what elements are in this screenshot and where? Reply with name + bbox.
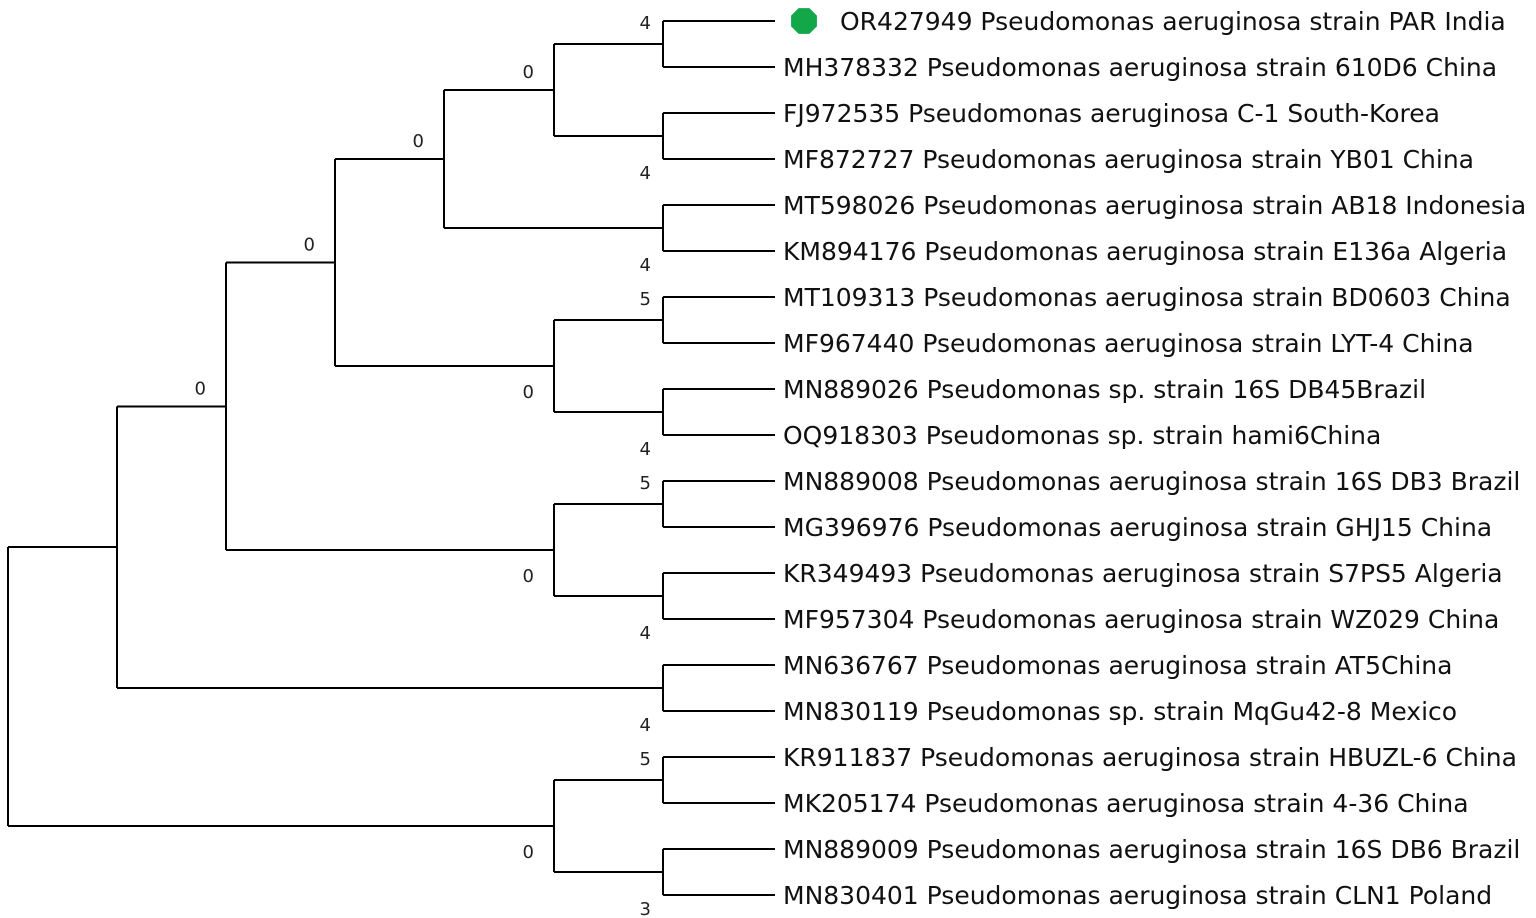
taxon-label-t8: MF967440 Pseudomonas aeruginosa strain L… xyxy=(783,329,1474,358)
taxon-label-t3: FJ972535 Pseudomonas aeruginosa C-1 Sout… xyxy=(783,99,1440,128)
tree-branches xyxy=(7,20,775,896)
support-value-D: 4 xyxy=(640,255,651,276)
support-value-P: 5 xyxy=(640,749,651,770)
taxon-label-t13: KR349493 Pseudomonas aeruginosa strain S… xyxy=(783,559,1503,588)
taxon-label-t9: MN889026 Pseudomonas sp. strain 16S DB45… xyxy=(783,375,1426,404)
taxon-labels: OR427949 Pseudomonas aeruginosa strain P… xyxy=(783,7,1526,910)
support-value-M: 0 xyxy=(195,378,206,399)
support-value-Q: 3 xyxy=(640,899,651,918)
support-value-C: 0 xyxy=(523,62,534,83)
support-value-R: 0 xyxy=(523,842,534,863)
query-sequence-marker-icon xyxy=(791,8,817,34)
taxon-label-t2: MH378332 Pseudomonas aeruginosa strain 6… xyxy=(783,53,1497,82)
taxon-label-t10: OQ918303 Pseudomonas sp. strain hami6Chi… xyxy=(783,421,1381,450)
support-value-I: 0 xyxy=(304,235,315,256)
taxon-label-t14: MF957304 Pseudomonas aeruginosa strain W… xyxy=(783,605,1499,634)
support-value-H: 0 xyxy=(523,382,534,403)
support-value-B: 4 xyxy=(640,163,651,184)
taxon-label-t4: MF872727 Pseudomonas aeruginosa strain Y… xyxy=(783,145,1474,174)
support-value-F: 5 xyxy=(640,289,651,310)
support-value-A: 4 xyxy=(640,13,651,34)
tip-markers xyxy=(791,8,817,34)
support-value-N: 4 xyxy=(640,715,651,736)
support-value-K: 4 xyxy=(640,623,651,644)
taxon-label-t6: KM894176 Pseudomonas aeruginosa strain E… xyxy=(783,237,1507,266)
taxon-label-t1: OR427949 Pseudomonas aeruginosa strain P… xyxy=(840,7,1506,36)
taxon-label-t16: MN830119 Pseudomonas sp. strain MqGu42-8… xyxy=(783,697,1457,726)
taxon-label-t19: MN889009 Pseudomonas aeruginosa strain 1… xyxy=(783,835,1520,864)
support-value-G: 4 xyxy=(640,439,651,460)
taxon-label-t17: KR911837 Pseudomonas aeruginosa strain H… xyxy=(783,743,1517,772)
taxon-label-t12: MG396976 Pseudomonas aeruginosa strain G… xyxy=(783,513,1492,542)
taxon-label-t5: MT598026 Pseudomonas aeruginosa strain A… xyxy=(783,191,1526,220)
support-value-E: 0 xyxy=(413,131,424,152)
support-value-L: 0 xyxy=(523,566,534,587)
taxon-label-t11: MN889008 Pseudomonas aeruginosa strain 1… xyxy=(783,467,1520,496)
support-value-J: 5 xyxy=(640,473,651,494)
taxon-label-t15: MN636767 Pseudomonas aeruginosa strain A… xyxy=(783,651,1452,680)
taxon-label-t7: MT109313 Pseudomonas aeruginosa strain B… xyxy=(783,283,1511,312)
support-values: 4 4 0 4 0 5 4 0 0 5 4 0 0 4 5 3 0 xyxy=(195,13,651,918)
taxon-label-t18: MK205174 Pseudomonas aeruginosa strain 4… xyxy=(783,789,1469,818)
taxon-label-t20: MN830401 Pseudomonas aeruginosa strain C… xyxy=(783,881,1492,910)
